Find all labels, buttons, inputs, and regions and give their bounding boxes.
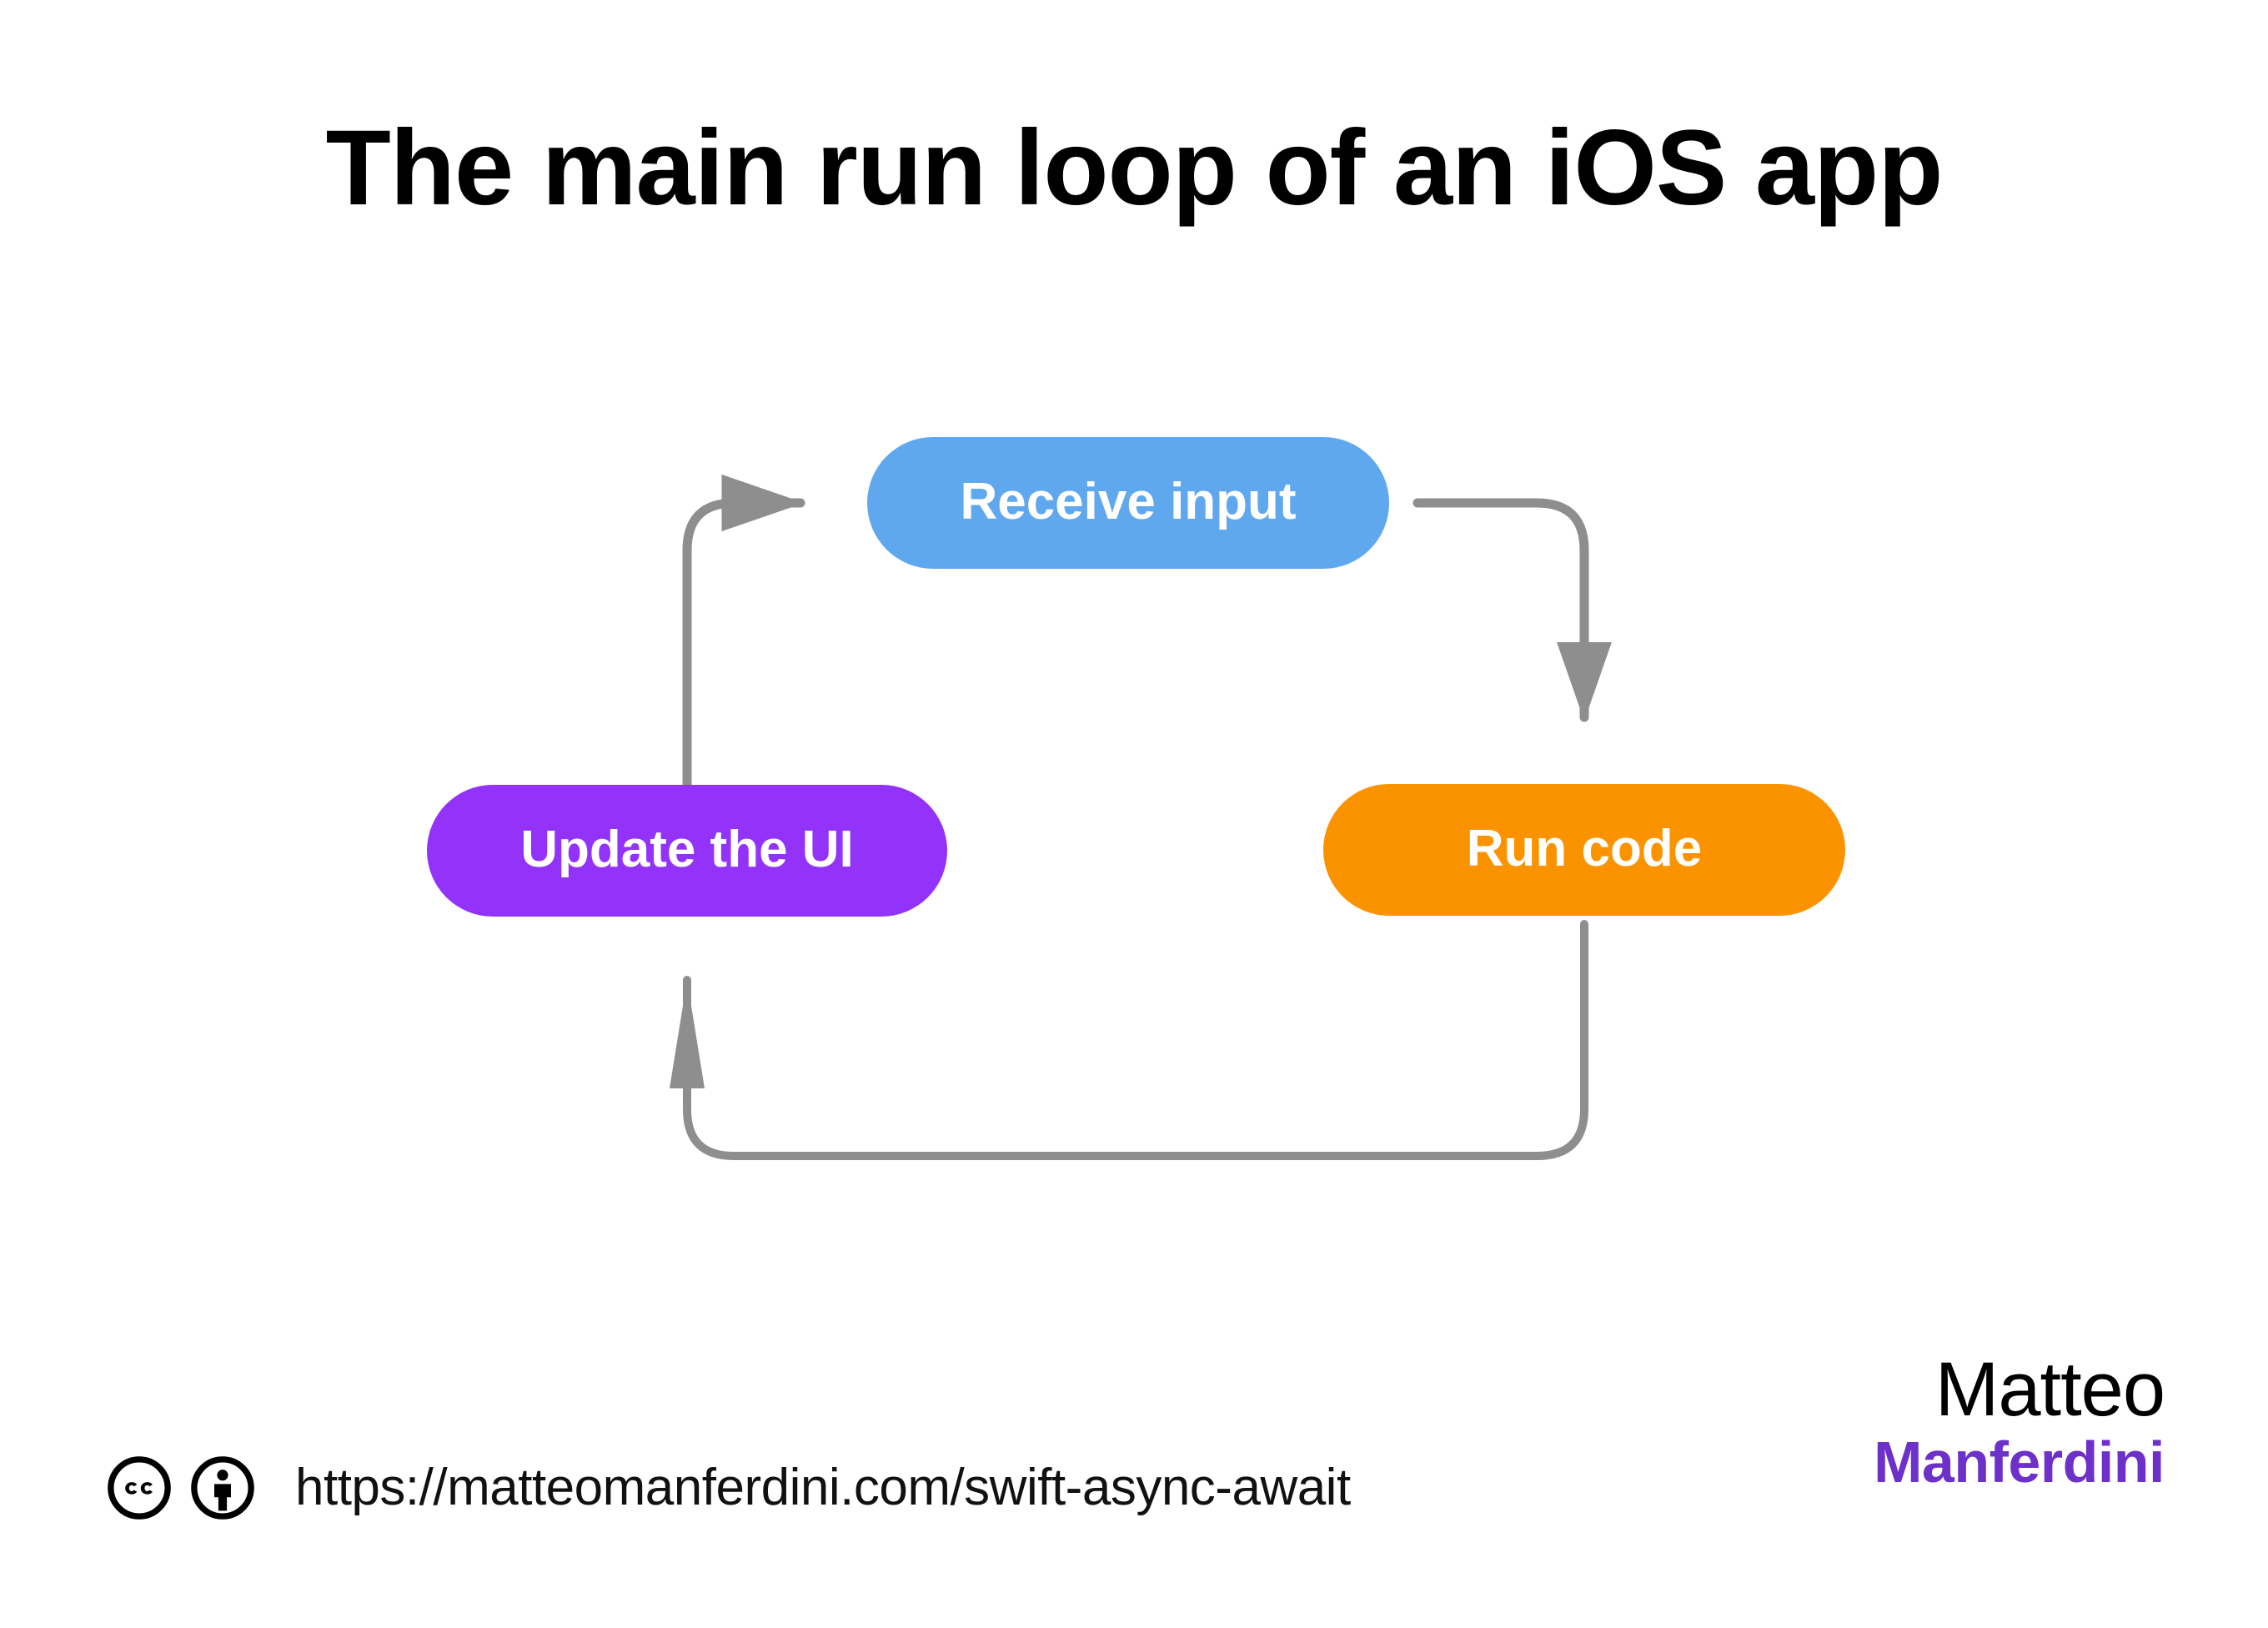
node-receive-input-label: Receive input	[960, 472, 1297, 530]
attribution-by-icon	[191, 1456, 254, 1520]
brand-logo-second-line: Manferdini	[1874, 1430, 2165, 1495]
brand-logo-first-line: Matteo	[1934, 1347, 2165, 1432]
node-receive-input[interactable]: Receive input	[867, 437, 1389, 569]
footer-license-block: https://matteomanferdini.com/swift-async…	[107, 1440, 1351, 1536]
node-update-the-ui[interactable]: Update the UI	[427, 785, 947, 917]
page-title: The main run loop of an iOS app	[325, 108, 1944, 228]
node-run-code[interactable]: Run code	[1323, 784, 1845, 916]
edge-update-to-receive	[682, 474, 805, 790]
node-update-the-ui-label: Update the UI	[520, 820, 854, 878]
brand-logo: Matteo Manferdini	[1874, 1351, 2165, 1491]
node-run-code-label: Run code	[1466, 819, 1703, 877]
footer-url-text[interactable]: https://matteomanferdini.com/swift-async…	[295, 1459, 1351, 1516]
edge-run-to-update	[670, 920, 1588, 1160]
edge-receive-to-run	[1412, 498, 1612, 722]
creative-commons-icon	[108, 1456, 171, 1520]
